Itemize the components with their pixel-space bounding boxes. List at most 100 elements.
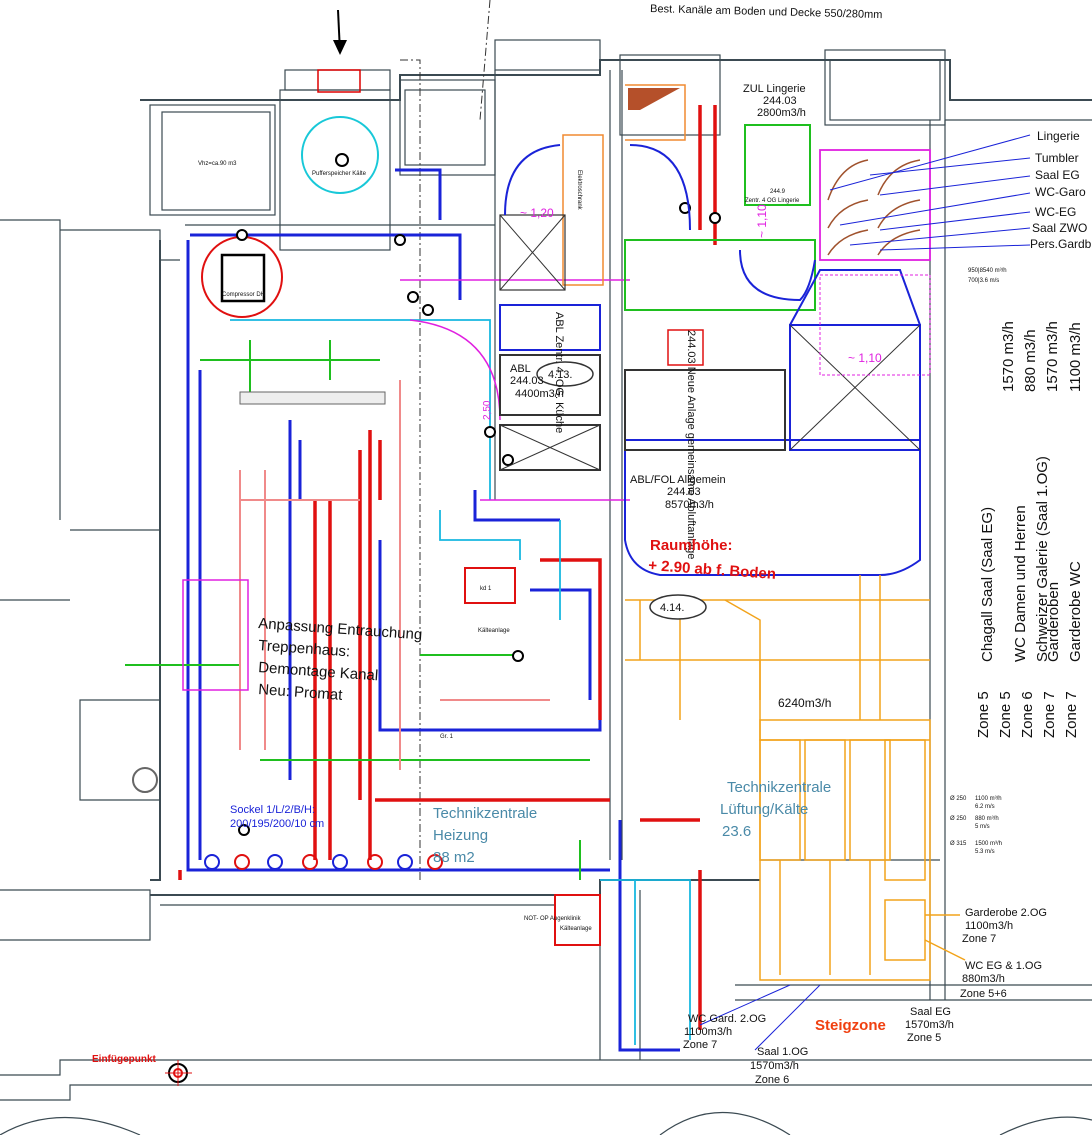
label-sockel-dim: 200/195/200/10 cm: [230, 818, 324, 830]
insertion-point-icon: [165, 1060, 192, 1086]
label-neue-anlage: 244.03 Neue Anlage gemeinsame Abluftanla…: [685, 330, 697, 559]
label-tz-lueftung-1: Technikzentrale: [727, 779, 831, 796]
header-note: Best. Kanäle am Boden und Decke 550/280m…: [650, 3, 883, 21]
label-small-2449b: Zentr. 4 OG Lingerie: [745, 198, 800, 204]
label-dim-110-horizontal: ~ 1,10: [848, 351, 882, 365]
label-grundriss: Gr. 1: [440, 734, 454, 740]
flow-v-3: 1100 m3/h: [1067, 322, 1084, 392]
flow-column: 1570 m3/h 880 m3/h 1570 m3/h 1100 m3/h: [1000, 321, 1084, 392]
label-abl-zentr: ABL Zentr. 4. OG. Küche: [553, 312, 565, 433]
label-tz-heizung-2: Heizung: [433, 827, 488, 844]
label-elektroschrank: Elektroschrank: [576, 170, 582, 211]
legend-item-0: Lingerie: [1037, 129, 1080, 143]
label-dim-110-vertical: ~ 1,10: [755, 204, 769, 238]
zone-v-4: Zone 7: [1063, 691, 1080, 738]
label-tz-heizung-1: Technikzentrale: [433, 805, 537, 822]
callout-m1-l1: Saal 1.OG: [757, 1046, 808, 1058]
room-column: Chagall Saal (Saal EG) WC Damen und Herr…: [979, 456, 1084, 662]
legend-item-6: Pers.Gardb: [1030, 237, 1092, 251]
legend-item-1: Tumbler: [1035, 151, 1079, 165]
label-raumhoehe-2: + 2.90 ab f. Boden: [648, 557, 777, 583]
label-small-2449: 244.9: [770, 189, 786, 195]
label-zul-lingerie: ZUL Lingerie: [743, 83, 806, 95]
zone-v-0: Zone 5: [975, 691, 992, 738]
label-abl-244: ABL: [510, 363, 531, 375]
label-small-950: 950|8540 m³/h: [968, 268, 1007, 274]
label-abl-244-num: 244.03: [510, 375, 544, 387]
callout-m0-l2: 1100m3/h: [684, 1026, 732, 1038]
orange-ducts: [625, 575, 966, 981]
zone-v-2: Zone 6: [1019, 691, 1036, 738]
duct-v-2: 5.3 m/s: [975, 849, 995, 855]
callout-r2-l3: Zone 5: [907, 1032, 941, 1044]
callout-m1-l3: Zone 6: [755, 1074, 789, 1086]
label-sockel: Sockel 1/L/2/B/H:: [230, 804, 315, 816]
label-tz-lueftung-3: 23.6: [722, 823, 751, 840]
room-v-garderoben: Garderoben: [1045, 582, 1062, 662]
duct-d-2: Ø 315: [950, 841, 967, 847]
label-vhz: Vhz=ca.90 m3: [198, 161, 237, 167]
label-zul-lingerie-num: 244.03: [763, 95, 797, 107]
callout-m1-l2: 1570m3/h: [750, 1060, 799, 1072]
room-bubble-413: [536, 361, 594, 387]
room-v-0: Chagall Saal (Saal EG): [979, 507, 996, 662]
duct-v-0: 6.2 m/s: [975, 804, 995, 810]
room-v-4: Garderobe WC: [1067, 561, 1084, 662]
label-pufferspeicher: Pufferspeicher Kälte: [312, 171, 367, 177]
label-abl-fol: ABL/FOL Allgemein: [630, 474, 726, 486]
hatch-red: [317, 69, 361, 93]
label-zul-lingerie-flow: 2800m3/h: [757, 107, 806, 119]
callout-r2-l1: Saal EG: [910, 1006, 951, 1018]
duct-flow-0: 1100 m³/h: [975, 796, 1002, 802]
duct-d-1: Ø 250: [950, 816, 967, 822]
callouts-right: Garderobe 2.OG 1100m3/h Zone 7 WC EG & 1…: [905, 907, 1047, 1044]
zone-v-3: Zone 7: [1041, 691, 1058, 738]
label-steigzone: Steigzone: [815, 1017, 886, 1034]
duct-flow-1: 880 m³/h: [975, 816, 999, 822]
label-notop: NOT- OP Augenklinik: [524, 916, 582, 922]
label-dim-250: 2,50: [482, 400, 493, 420]
callout-r0-l2: 1100m3/h: [965, 920, 1013, 932]
duct-specs: Ø 250 1100 m³/h 6.2 m/s Ø 250 880 m³/h 5…: [950, 796, 1002, 855]
label-tz-lueftung-2: Lüftung/Kälte: [720, 801, 808, 818]
label-kaelteanlage: Kälteanlage: [478, 628, 510, 634]
duct-flow-2: 1500 m³/h: [975, 841, 1002, 847]
label-abl-244-flow: 4400m3/h: [515, 388, 564, 400]
callout-m0-l1: WC Gard. 2.OG: [688, 1013, 766, 1025]
legend-item-3: WC-Garo: [1035, 185, 1086, 199]
label-room-413: 4.13.: [548, 369, 572, 381]
legend-item-2: Saal EG: [1035, 168, 1080, 182]
label-abl-fol-flow: 8570m3/h: [665, 499, 714, 511]
zone-column: Zone 5 Zone 5 Zone 6 Zone 7 Zone 7: [975, 691, 1080, 738]
callouts-mid: WC Gard. 2.OG 1100m3/h Zone 7 Saal 1.OG …: [683, 1013, 808, 1086]
north-arrow-icon: [333, 9, 347, 55]
label-kd1: kd 1: [480, 586, 492, 592]
callout-r2-l2: 1570m3/h: [905, 1019, 954, 1031]
duct-v-1: 5 m/s: [975, 824, 990, 830]
label-raumhoehe-1: Raumhöhe:: [650, 537, 733, 554]
room-v-1: WC Damen und Herren: [1012, 505, 1029, 662]
callout-r1-l2: 880m3/h: [962, 973, 1005, 985]
callout-r1-l1: WC EG & 1.OG: [965, 960, 1042, 972]
zone-v-1: Zone 5: [997, 691, 1014, 738]
label-einfuegepunkt: Einfügepunkt: [92, 1054, 157, 1065]
duct-d-0: Ø 250: [950, 796, 967, 802]
label-small-700: 700|3.6 m/s: [968, 278, 999, 284]
room-bubble-414: [649, 594, 707, 620]
label-anpassung-2: Treppenhaus:: [258, 637, 351, 660]
legend-item-5: Saal ZWO: [1032, 221, 1087, 235]
callout-r0-l3: Zone 7: [962, 933, 996, 945]
label-flow-6240: 6240m3/h: [778, 696, 831, 710]
room-v-2: Schweizer Galerie (Saal 1.OG): [1034, 456, 1051, 662]
label-dim-120: ~ 1,20: [520, 206, 554, 220]
flow-v-1: 880 m3/h: [1022, 329, 1039, 392]
flow-v-2: 1570 m3/h: [1044, 321, 1061, 392]
callout-r0-l1: Garderobe 2.OG: [965, 907, 1047, 919]
legend-item-4: WC-EG: [1035, 205, 1076, 219]
legend-list: Lingerie Tumbler Saal EG WC-Garo WC-EG S…: [1030, 129, 1092, 251]
label-tz-heizung-3: 88 m2: [433, 849, 475, 866]
legend-leaders: [699, 134, 1031, 1051]
